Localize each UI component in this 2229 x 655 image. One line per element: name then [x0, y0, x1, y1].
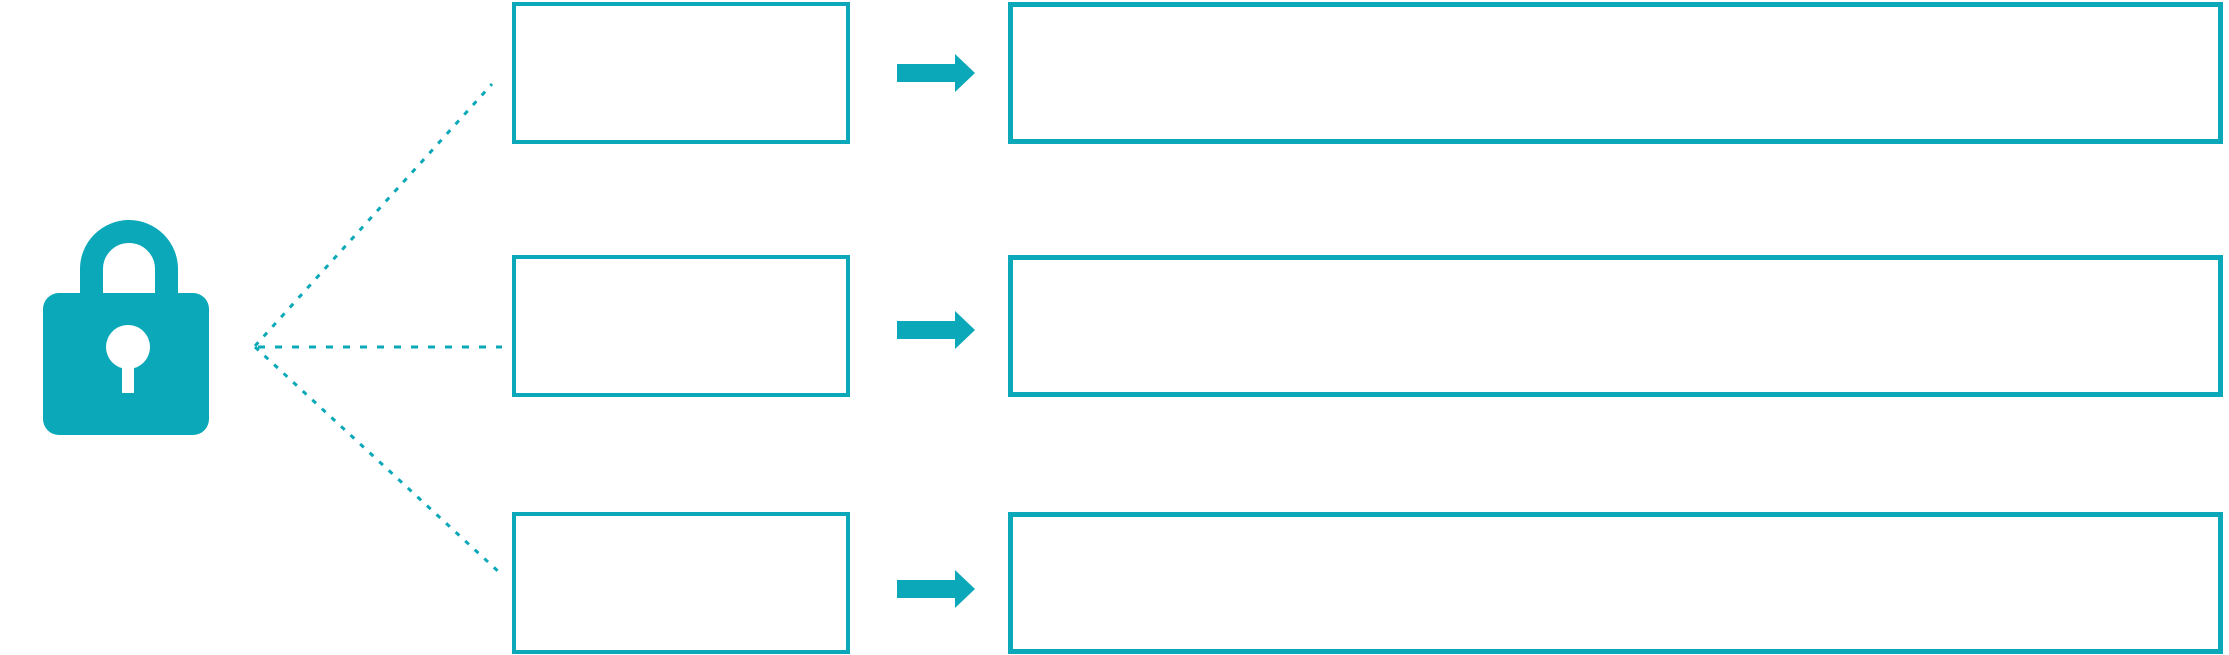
keyhole-stem [122, 347, 134, 393]
dashed-connector-bottom [253, 345, 502, 575]
target-box-2 [1008, 255, 2223, 397]
arrow-right-icon [897, 570, 975, 608]
lock-icon [43, 220, 209, 435]
source-box-1 [512, 2, 850, 144]
target-box-1 [1008, 2, 2223, 144]
source-box-3-label [516, 516, 846, 650]
diagram-row-3 [0, 512, 2229, 654]
diagram-row-1 [0, 2, 2229, 144]
arrow-right-icon [897, 54, 975, 92]
target-box-3 [1008, 512, 2223, 654]
arrow-right-icon [897, 311, 975, 349]
source-box-2 [512, 255, 850, 397]
target-box-2-label [1013, 260, 2218, 392]
target-box-1-label [1013, 7, 2218, 139]
lock-shackle [80, 220, 178, 300]
source-box-3 [512, 512, 850, 654]
source-box-1-label [516, 6, 846, 140]
target-box-3-label [1013, 517, 2218, 649]
diagram-row-2 [0, 255, 2229, 397]
source-box-2-label [516, 259, 846, 393]
